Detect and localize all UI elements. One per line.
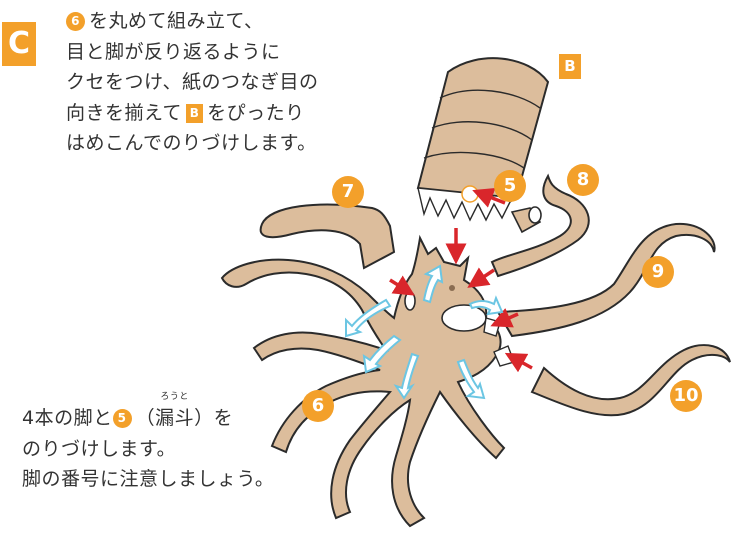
arrow-leg-10: [504, 352, 533, 373]
body-part-6: [220, 234, 506, 528]
ruby-funnel: ろうと漏斗: [155, 392, 195, 434]
label-part-10: 10: [670, 380, 702, 412]
mantle-opening: [441, 304, 487, 332]
red-arrows: [389, 188, 533, 373]
arrow-leg-9: [490, 308, 519, 328]
curl-arrow-4: [393, 352, 420, 400]
leg-9: [496, 222, 716, 338]
note-line-2: のりづけします。: [22, 437, 177, 460]
leg-10: [530, 344, 731, 417]
step-badge: C: [2, 22, 36, 66]
instruction-line-5: はめこんでのりづけします。: [66, 132, 317, 154]
arrow-leg-8: [467, 267, 495, 288]
label-part-8: 8: [567, 164, 599, 196]
leg-8: [490, 173, 590, 278]
instruction-line-2: 目と脚が反り返るように: [66, 40, 281, 63]
instruction-line-1-text: を丸めて組み立て、: [89, 10, 264, 32]
instruction-line-3: クセをつけ、紙のつなぎ目の: [66, 71, 319, 93]
arrow-leg-7: [389, 275, 415, 296]
curl-arrow-3: [362, 334, 402, 374]
label-part-b: B: [559, 54, 581, 79]
curl-arrow-6: [468, 295, 504, 316]
leg-7: [259, 203, 396, 270]
part-ref-b: B: [186, 103, 204, 123]
note-paren-open: （: [135, 407, 156, 429]
ruby-base: 漏斗: [155, 407, 195, 429]
note-line-1-a: 4本の脚と: [22, 407, 113, 429]
arrow-funnel: [472, 188, 506, 208]
note-paren-close: ）を: [194, 407, 234, 429]
label-part-7: 7: [332, 176, 364, 208]
instruction-line-4-b: をぴったり: [207, 101, 305, 124]
octopus-eye: [404, 291, 416, 311]
label-part-9: 9: [642, 256, 674, 288]
instruction-line-4-a: 向きを揃えて: [66, 101, 183, 124]
label-part-6: 6: [302, 390, 334, 422]
funnel-mark: [449, 285, 455, 291]
label-part-5: 5: [494, 170, 526, 202]
mantle-seam-mark: [461, 185, 479, 203]
curl-arrow-1: [345, 298, 392, 338]
note-line-3: 脚の番号に注意しましょう。: [22, 468, 275, 490]
part-ref-6: 6: [66, 12, 85, 31]
funnel-part-5: [510, 206, 542, 234]
curl-arrow-5: [456, 358, 486, 400]
ruby-reading: ろうと: [160, 392, 189, 402]
part-ref-5: 5: [112, 409, 132, 428]
blue-curl-arrows: [345, 264, 504, 400]
curl-arrow-2: [422, 264, 444, 304]
